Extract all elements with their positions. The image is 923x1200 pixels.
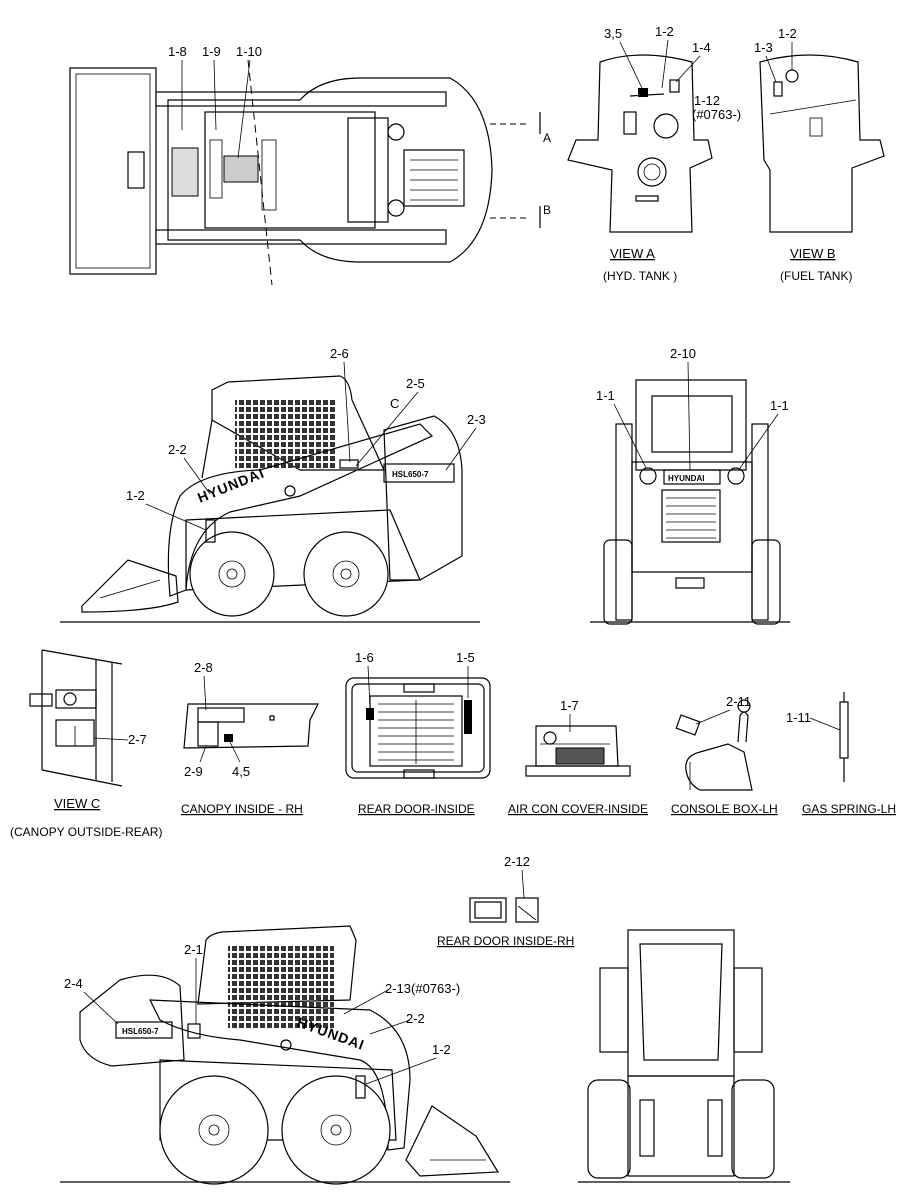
rear-door-inside-rh-caption: REAR DOOR INSIDE-RH [437,934,574,948]
air-con-cover-caption: AIR CON COVER-INSIDE [508,802,648,816]
decal-brand-rh: HYUNDAI [195,464,267,505]
label-2-7: 2-7 [128,732,147,747]
rear-view-drawing [590,379,790,625]
label-1-12-note: (#0763-) [692,107,741,122]
lh-canopy-grille [228,944,334,1030]
view-a-title: VIEW A [610,246,655,261]
engine-grille [403,149,465,207]
label-2-2-rh: 2-2 [168,442,187,457]
label-1-2-view-a: 1-2 [655,24,674,39]
label-1-6: 1-6 [355,650,374,665]
label-4-5: 4,5 [232,764,250,779]
label-2-2-lh: 2-2 [406,1011,425,1026]
view-c-drawing [29,649,123,787]
label-1-2-lh: 1-2 [432,1042,451,1057]
label-1-12: 1-12 [694,93,720,108]
air-con-cover-drawing [525,725,631,777]
label-2-9: 2-9 [184,764,203,779]
side-view-lh-drawing [60,925,510,1185]
label-1-1-left: 1-1 [596,388,615,403]
top-view-drawing [69,59,541,286]
view-c-title: VIEW C [54,796,100,811]
label-3-5: 3,5 [604,26,622,41]
label-1-2-rh: 1-2 [126,488,145,503]
canopy-inside-rh-drawing [183,703,319,749]
label-1-1-right: 1-1 [770,398,789,413]
decal-model-rh: HSL650-7 [392,470,429,479]
label-2-4: 2-4 [64,976,83,991]
view-c-subtitle: (CANOPY OUTSIDE-REAR) [10,825,162,839]
label-2-3: 2-3 [467,412,486,427]
canopy-grille [235,400,335,470]
label-2-13: 2-13(#0763-) [385,981,460,996]
label-1-10: 1-10 [236,44,262,59]
canopy-inside-rh-caption: CANOPY INSIDE - RH [181,802,303,816]
arrow-label-b: B [543,203,551,217]
side-view-rh-drawing [60,375,480,623]
view-b-title: VIEW B [790,246,836,261]
label-1-2-view-b: 1-2 [778,26,797,41]
label-2-1: 2-1 [184,942,203,957]
label-1-11: 1-11 [786,710,811,725]
decal-brand-rear: HYUNDAI [668,474,704,483]
label-1-4: 1-4 [692,40,711,55]
label-2-10: 2-10 [670,346,696,361]
view-b-drawing [759,54,885,233]
label-1-3: 1-3 [754,40,773,55]
label-2-5: 2-5 [406,376,425,391]
view-a-drawing [567,54,713,233]
view-b-subtitle: (FUEL TANK) [780,269,852,283]
label-1-9: 1-9 [202,44,221,59]
label-2-6: 2-6 [330,346,349,361]
label-1-5: 1-5 [456,650,475,665]
arrow-label-a: A [543,131,551,145]
gas-spring-lh-drawing [839,692,849,782]
label-2-8: 2-8 [194,660,213,675]
rear-door-inside-caption: REAR DOOR-INSIDE [358,802,475,816]
label-2-12: 2-12 [504,854,530,869]
gas-spring-lh-caption: GAS SPRING-LH [802,802,896,816]
decal-model-lh: HSL650-7 [122,1027,159,1036]
console-box-lh-caption: CONSOLE BOX-LH [671,802,778,816]
rear-door-inside-rh-drawing [469,897,539,923]
rear-grille [661,489,721,543]
front-view-drawing [578,929,790,1183]
console-box-lh-drawing [675,699,753,791]
label-1-7: 1-7 [560,698,579,713]
label-2-11: 2-11 [726,694,751,709]
rear-door-inside-drawing [345,677,491,779]
label-c: C [390,396,399,411]
label-1-8: 1-8 [168,44,187,59]
view-a-subtitle: (HYD. TANK ) [603,269,677,283]
